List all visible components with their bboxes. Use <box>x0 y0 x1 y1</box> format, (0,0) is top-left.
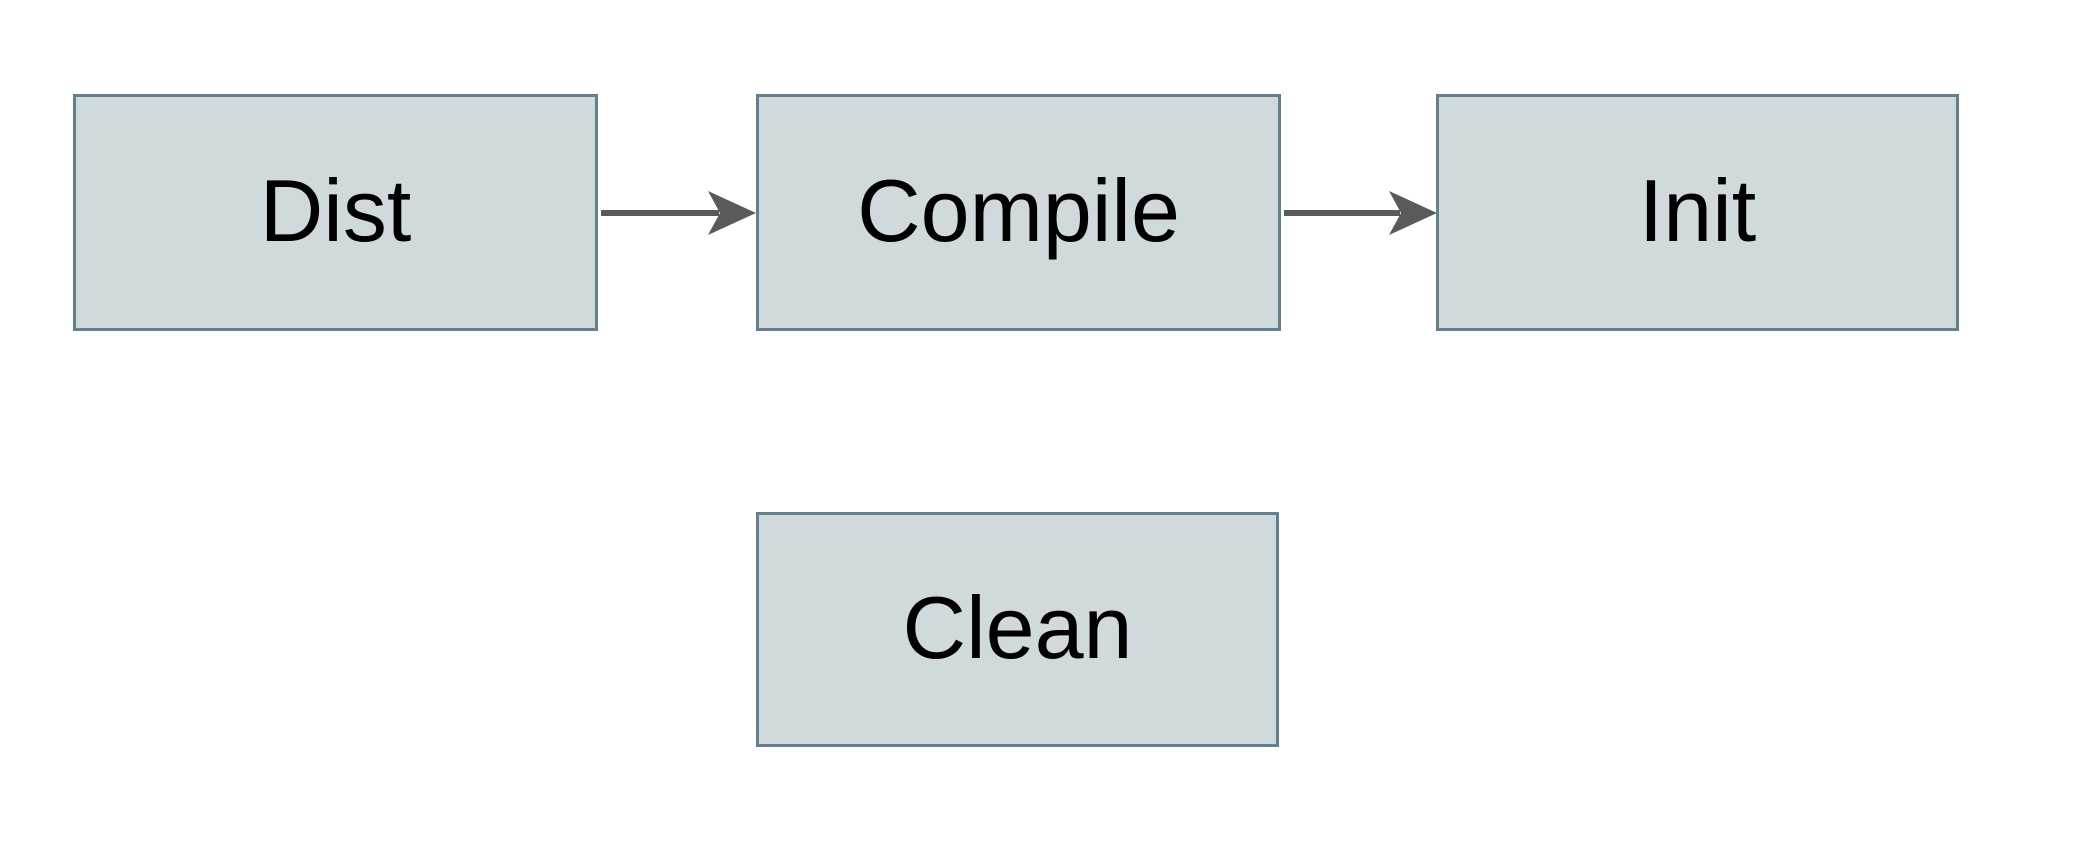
node-compile: Compile <box>756 94 1281 331</box>
edge-compile-init <box>1284 191 1437 235</box>
arrowhead-right-icon <box>1389 191 1437 235</box>
node-dist: Dist <box>73 94 598 331</box>
node-clean: Clean <box>756 512 1279 747</box>
node-clean-label: Clean <box>902 577 1133 677</box>
node-compile-label: Compile <box>857 160 1180 260</box>
edge-dist-compile <box>601 191 756 235</box>
arrowhead-right-icon <box>708 191 756 235</box>
node-dist-label: Dist <box>259 160 412 260</box>
node-init-label: Init <box>1638 160 1757 260</box>
node-init: Init <box>1436 94 1959 331</box>
